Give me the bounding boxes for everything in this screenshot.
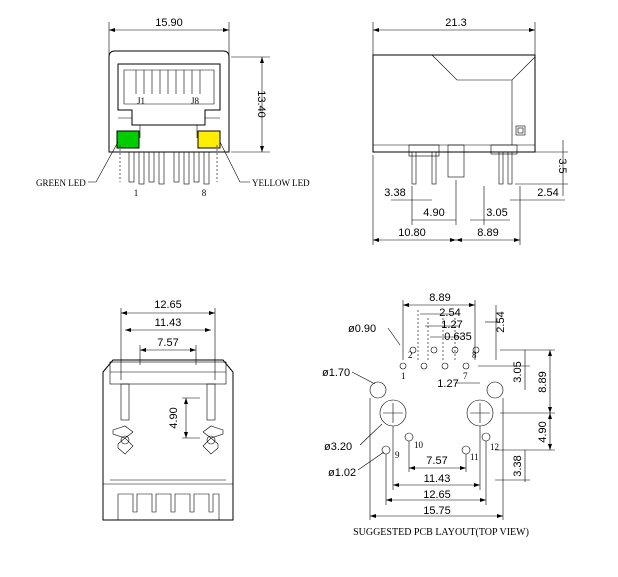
pin-j1-label: J1 bbox=[137, 96, 145, 106]
yellow-led bbox=[197, 130, 221, 149]
pcb-1143-dim: 11.43 bbox=[424, 473, 451, 485]
pcb-pin-1-label: 1 bbox=[401, 371, 406, 381]
mounting-holes bbox=[369, 381, 504, 427]
pcb-1265-dim: 12.65 bbox=[423, 489, 451, 501]
pin-j8-label: J8 bbox=[191, 96, 200, 106]
side-height-dim: 3.5 bbox=[556, 158, 568, 173]
pcb-338-dim: 3.38 bbox=[512, 455, 524, 476]
green-led-label: GREEN LED bbox=[36, 178, 86, 188]
front-height-dim: 13.40 bbox=[255, 90, 267, 118]
side-1080-dim: 10.80 bbox=[398, 227, 426, 239]
pcb-127-top-dim: 1.27 bbox=[441, 319, 462, 331]
front-width-dim: 15.90 bbox=[155, 17, 183, 29]
front-castellations bbox=[117, 493, 220, 520]
pcb-pin-11-label: 11 bbox=[470, 452, 479, 462]
front-pins bbox=[119, 145, 218, 185]
side-305-dim: 3.05 bbox=[486, 207, 507, 219]
yellow-led-label: YELLOW LED bbox=[252, 178, 310, 188]
side-length-dim: 21.3 bbox=[445, 17, 466, 29]
pcb-layout-caption: SUGGESTED PCB LAYOUT(TOP VIEW) bbox=[353, 527, 529, 538]
bottom-1143-dim: 11.43 bbox=[155, 317, 182, 329]
pcb-layout: 8.89 2.54 1.27 0.635 2.54 1 2 7 8 bbox=[322, 292, 555, 538]
contact-fingers bbox=[135, 70, 201, 94]
pcb-305-dim: 3.05 bbox=[512, 361, 524, 382]
pcb-hole-170-label: ø1.70 bbox=[322, 367, 350, 379]
pcb-hole-102-label: ø1.02 bbox=[328, 467, 356, 479]
bottom-1265-dim: 12.65 bbox=[154, 299, 182, 311]
signal-holes bbox=[399, 346, 480, 370]
pcb-pin-8-label: 8 bbox=[472, 350, 477, 360]
pcb-pin-10-label: 10 bbox=[414, 440, 424, 450]
pcb-254-right-dim: 2.54 bbox=[495, 311, 507, 332]
bottom-490-dim: 4.90 bbox=[168, 407, 180, 428]
pcb-pin-2-label: 2 bbox=[408, 350, 413, 360]
side-490-dim: 4.90 bbox=[423, 207, 444, 219]
pcb-757-dim: 7.57 bbox=[426, 455, 447, 467]
pcb-889-right-dim: 8.89 bbox=[537, 371, 549, 392]
front-view: 15.90 J1 J8 bbox=[36, 17, 310, 198]
green-led bbox=[116, 130, 140, 149]
pcb-889-top-dim: 8.89 bbox=[429, 292, 450, 304]
pcb-1575-dim: 15.75 bbox=[423, 505, 451, 517]
pcb-hole-090-label: ø0.90 bbox=[348, 323, 376, 335]
pcb-127-mid-dim: 1.27 bbox=[437, 378, 458, 390]
pin-8-label: 8 bbox=[202, 188, 207, 198]
pcb-pin-12-label: 12 bbox=[490, 442, 499, 452]
side-pins bbox=[408, 144, 518, 185]
pcb-hole-320-label: ø3.20 bbox=[324, 441, 352, 453]
pcb-0635-dim: 0.635 bbox=[444, 331, 472, 343]
pcb-pin-7-label: 7 bbox=[463, 371, 468, 381]
pcb-pin-9-label: 9 bbox=[395, 450, 400, 460]
bottom-757-dim: 7.57 bbox=[157, 337, 178, 349]
side-889-dim: 8.89 bbox=[477, 227, 498, 239]
pcb-490-dim: 4.90 bbox=[537, 421, 549, 442]
pcb-254-top-dim: 2.54 bbox=[439, 307, 460, 319]
side-254-dim: 2.54 bbox=[537, 187, 558, 199]
side-338-dim: 3.38 bbox=[384, 187, 405, 199]
bottom-view: 12.65 11.43 7.57 4.90 bbox=[102, 299, 234, 521]
pin-1-label: 1 bbox=[134, 188, 139, 198]
side-view: 21.3 3.5 3.38 2.54 4.90 bbox=[372, 17, 568, 245]
